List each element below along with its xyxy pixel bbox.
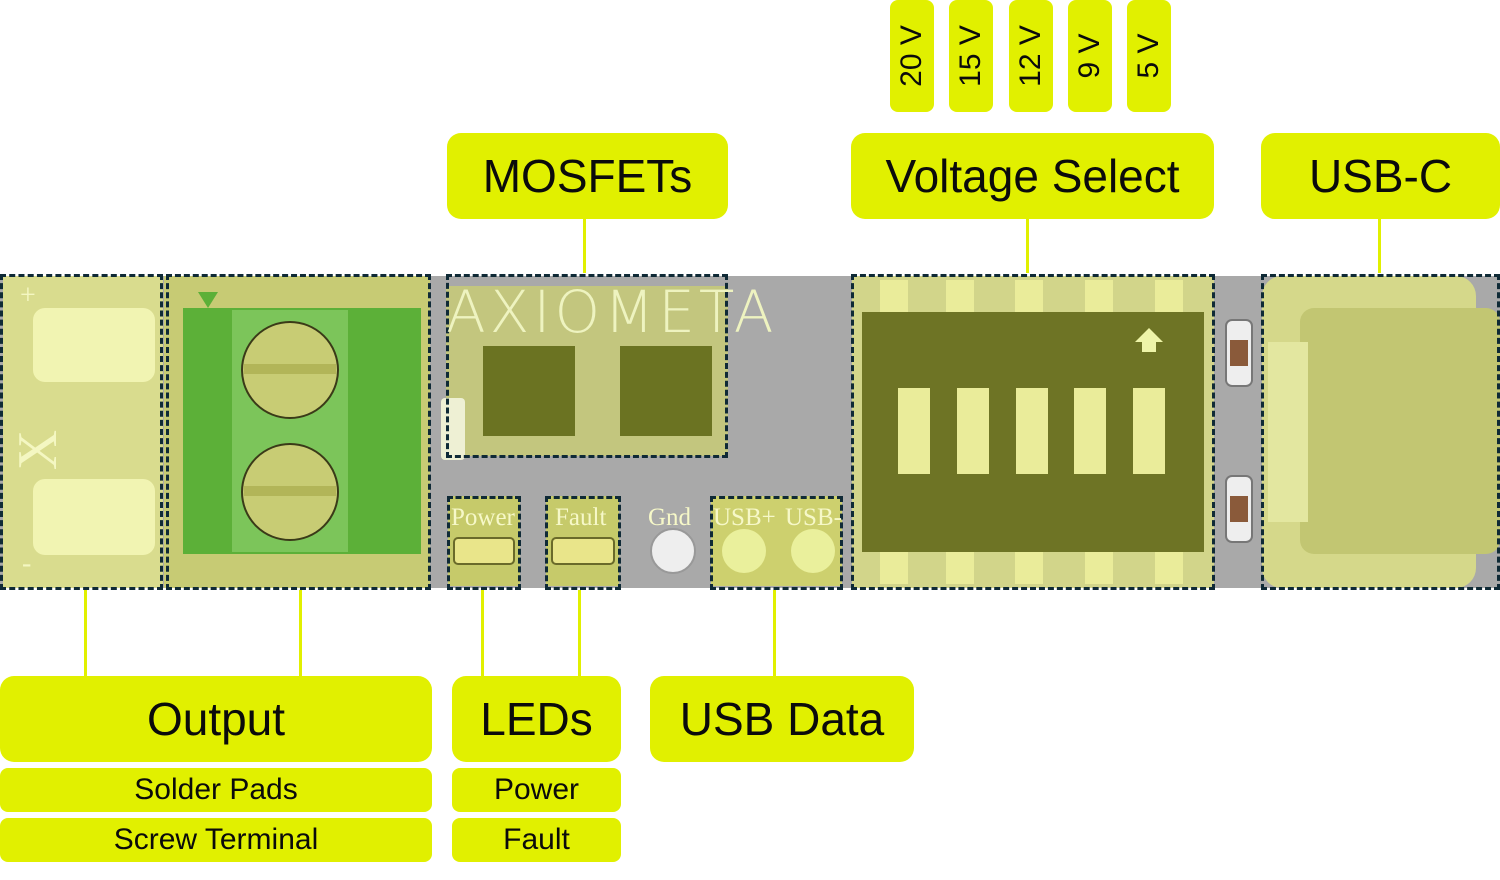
dip-top-pin-3 [1015,280,1043,312]
dip-bottom-pin-1 [880,552,908,584]
output-item-screw-terminal: Screw Terminal [0,818,432,862]
dip-bottom-pin-5 [1155,552,1183,584]
usbc-connector-shell [1300,308,1500,554]
usbc-outline [1261,274,1500,590]
dip-top-pin-5 [1155,280,1183,312]
screw-terminal-outline [166,274,431,590]
dip-switch-4 [1074,388,1106,474]
voltage-select-outline [851,274,1215,590]
terminal-tab [198,292,218,308]
pcb-drawing [0,276,1500,588]
usbc-connector-line [1378,219,1381,273]
pad-label-gnd: Gnd [648,504,692,531]
dip-top-pin-4 [1085,280,1113,312]
dip-bottom-pin-3 [1015,552,1043,584]
dip-up-arrow-icon [1135,328,1163,352]
mosfet-1 [483,346,575,436]
solder-pad-plus [33,308,155,382]
mosfets-label: MOSFETs [447,133,728,219]
usb-data-label: USB Data [650,676,914,762]
voltage-tag-5v: 5 V [1127,0,1171,112]
usb-minus-pad [791,529,835,573]
output-item-solder-pads: Solder Pads [0,768,432,812]
led-fault-outline [545,496,621,590]
capacitor-bottom-body [1230,496,1248,522]
dip-switch-5 [1133,388,1165,474]
dip-bottom-pin-4 [1085,552,1113,584]
screw-bottom-slot [244,486,336,496]
led-fault-chip [551,537,615,565]
gnd-pad [650,528,696,574]
silk-plus: + [20,280,36,311]
dip-top-pin-1 [880,280,908,312]
pad-label-usb-minus: USB- [785,504,842,531]
mosfets-connector-line [583,219,586,273]
usb-data-connector-line [773,590,776,676]
dip-switch-1 [898,388,930,474]
output-label: Output [0,676,432,762]
screw-terminal-connector-line [299,590,302,676]
silk-mark: X [7,429,70,471]
usb-plus-pad [722,529,766,573]
capacitor-top-body [1230,340,1248,366]
output-pads-connector-line [84,590,87,676]
dip-top-pin-2 [946,280,974,312]
pad-label-usb-plus: USB+ [713,504,776,531]
silk-minus: - [22,548,32,579]
pad-label-fault: Fault [555,504,607,531]
pcb-board: AXIOMETA + - X Power Fault Gnd USB+ USB- [0,272,1500,590]
usbc-label: USB-C [1261,133,1500,219]
voltage-select-label: Voltage Select [851,133,1214,219]
dip-bottom-pin-2 [946,552,974,584]
mosfet-2 [620,346,712,436]
solder-pad-minus [33,479,155,555]
voltage-select-connector-line [1026,219,1029,273]
leds-label: LEDs [452,676,621,762]
voltage-tag-20v: 20 V [890,0,934,112]
usb-data-outline [710,496,843,590]
leds-item-power: Power [452,768,621,812]
screw-top-slot [244,364,336,374]
pad-label-power: Power [451,504,515,531]
voltage-tag-12v: 12 V [1009,0,1053,112]
led-power-chip [453,537,515,565]
usbc-pins [1268,342,1308,522]
led-power-outline [447,496,521,590]
dip-switch-3 [1016,388,1048,474]
mosfets-outline [446,274,728,458]
leds-item-fault: Fault [452,818,621,862]
axiometa-logo: AXIOMETA [446,278,778,346]
voltage-tag-9v: 9 V [1068,0,1112,112]
led-power-connector-line [481,590,484,676]
output-pads-outline [0,274,163,590]
voltage-tag-15v: 15 V [949,0,993,112]
dip-switch-2 [957,388,989,474]
led-fault-connector-line [578,590,581,676]
